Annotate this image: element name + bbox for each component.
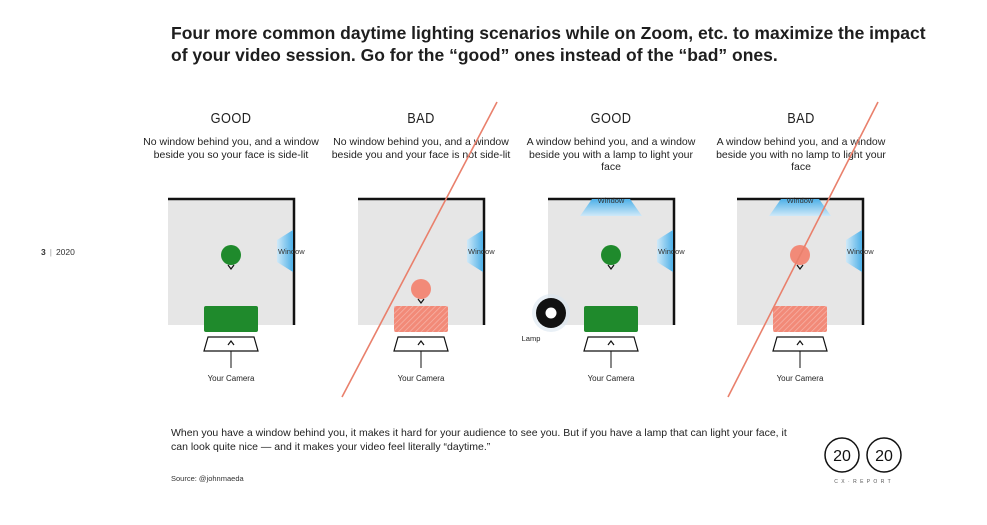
camera-label: Your Camera <box>208 374 255 383</box>
scenario-1-diagram: Window Your Camera <box>168 197 305 383</box>
camera-label: Your Camera <box>588 374 635 383</box>
face-direction <box>417 298 425 304</box>
side-window-light <box>467 230 483 272</box>
headline: Four more common daytime lighting scenar… <box>171 23 926 65</box>
scenario-3-diagram: Window Window Your Camera Lamp <box>522 196 686 383</box>
logo-left-number: 20 <box>833 448 851 465</box>
page-number-value: 3 <box>41 247 46 257</box>
scenario-3-description: A window behind you, and a window beside… <box>526 136 696 173</box>
person-head <box>221 245 241 265</box>
back-window-light <box>580 199 642 216</box>
back-window-label: Window <box>598 196 625 205</box>
side-window-label: Window <box>847 247 874 256</box>
desk <box>204 306 258 332</box>
side-window-label: Window <box>468 247 495 256</box>
scenario-1-verdict: GOOD <box>210 110 252 127</box>
desk <box>584 306 638 332</box>
logo-right-ring <box>866 437 902 473</box>
scenario-2-verdict: BAD <box>407 110 435 127</box>
laptop <box>393 336 449 352</box>
face-direction <box>607 264 615 270</box>
room-walls <box>168 197 296 325</box>
back-window-light <box>769 199 831 216</box>
person-head <box>411 279 431 299</box>
cx-report-logo: 20 20 C X · R E P O R T <box>824 437 902 485</box>
scenario-4-description: A window behind you, and a window beside… <box>716 136 886 173</box>
laptop <box>203 336 259 352</box>
person-head <box>601 245 621 265</box>
page-year: 2020 <box>55 247 75 257</box>
room-walls <box>548 197 676 325</box>
room-walls <box>358 197 486 325</box>
face-direction <box>796 264 804 270</box>
desk <box>773 306 827 332</box>
scenario-2-description: No window behind you, and a window besid… <box>331 136 511 161</box>
scenario-1-description: No window behind you, and a window besid… <box>143 136 319 161</box>
back-window-label: Window <box>787 196 814 205</box>
camera-arrow <box>796 340 804 346</box>
strike-through-line <box>727 101 879 398</box>
desk <box>394 306 448 332</box>
scenario-3-verdict: GOOD <box>590 110 632 127</box>
laptop <box>772 336 828 352</box>
camera-label: Your Camera <box>777 374 824 383</box>
source-credit: Source: @johnmaeda <box>171 474 244 483</box>
side-window-label: Window <box>658 247 685 256</box>
scenario-2-diagram: Window Your Camera <box>341 101 498 398</box>
lamp-icon <box>532 294 570 332</box>
side-window-light <box>657 230 673 272</box>
side-window-label: Window <box>278 247 305 256</box>
logo-tagline: C X · R E P O R T <box>834 479 891 485</box>
camera-label: Your Camera <box>398 374 445 383</box>
laptop <box>583 336 639 352</box>
page-separator: | <box>49 247 52 257</box>
camera-arrow <box>227 340 235 346</box>
scenario-4-verdict: BAD <box>787 110 815 127</box>
page-number: 3|2020 <box>41 247 75 257</box>
camera-arrow <box>607 340 615 346</box>
strike-through-line <box>341 101 498 398</box>
footer-text: When you have a window behind you, it ma… <box>171 427 787 453</box>
face-direction <box>227 264 235 270</box>
side-window-light <box>277 230 293 272</box>
room-walls <box>737 197 865 325</box>
logo-left-ring <box>824 437 860 473</box>
lamp-label: Lamp <box>522 334 541 343</box>
camera-arrow <box>417 340 425 346</box>
side-window-light <box>846 230 862 272</box>
logo-right-number: 20 <box>875 448 893 465</box>
scenario-4-diagram: Window Window Your Camera <box>727 101 879 398</box>
